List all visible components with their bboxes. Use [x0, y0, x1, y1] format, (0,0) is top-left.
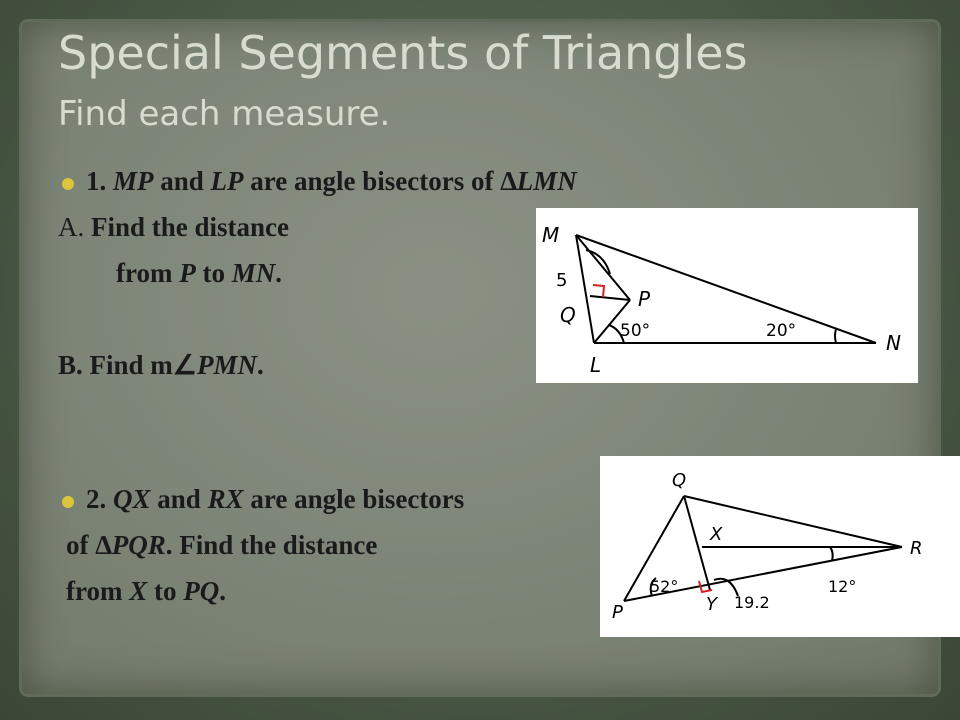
segment-qx: QX [113, 484, 151, 514]
label-angle-12: 12° [828, 577, 856, 596]
slide-subtitle: Find each measure. [58, 94, 391, 134]
part-b-text: B. Find m [58, 350, 173, 380]
segment-lp: LP [210, 166, 244, 196]
text: are angle bisectors [243, 484, 465, 514]
bisector-qx [683, 495, 711, 591]
side-pr [623, 546, 903, 602]
label-p: P [612, 602, 623, 623]
bullet-icon [62, 178, 74, 190]
label-angle-50: 50° [620, 321, 650, 341]
label-y: Y [706, 594, 719, 615]
figure-triangle-lmn: M 5 Q P 50° 20° L N [536, 208, 918, 383]
length-arc-y [713, 577, 739, 597]
problem1-part-a: A. Find the distance [58, 212, 289, 243]
text: are angle bisectors of ∆ [243, 166, 517, 196]
label-q: Q [560, 303, 576, 327]
perpendicular-pq [589, 295, 631, 301]
text: to [147, 576, 184, 606]
label-r: R [910, 538, 923, 559]
text: and [150, 484, 208, 514]
side-pq [623, 495, 685, 602]
point-p: P [179, 258, 196, 288]
text: from [116, 258, 180, 288]
side-mn [575, 234, 877, 344]
problem1-statement: 1. MP and LP are angle bisectors of ∆LMN [86, 166, 577, 197]
angle-arc-n [834, 328, 837, 344]
right-angle-mark [592, 284, 606, 298]
text: of [66, 530, 96, 560]
side-ml [575, 234, 595, 344]
problem1-number: 1. [86, 166, 113, 196]
part-a-label: A. [58, 212, 91, 242]
slide-title: Special Segments of Triangles [58, 26, 748, 80]
triangle-pqr: ∆PQR [95, 530, 166, 560]
label-m: M [542, 223, 559, 247]
label-n: N [886, 331, 901, 355]
angle-arc-p [649, 577, 657, 597]
text: to [195, 258, 232, 288]
segment-mp: MP [113, 166, 154, 196]
label-x: X [709, 524, 723, 545]
angle-arc-r [829, 546, 834, 562]
text: and [153, 166, 211, 196]
angle-arc-l [608, 324, 625, 344]
text: from [66, 576, 130, 606]
bullet-icon [62, 496, 74, 508]
right-angle-mark [698, 580, 713, 594]
figure-triangle-pqr: Q X R 52° 12° P Y 19.2 [600, 456, 960, 637]
text: . [257, 350, 264, 380]
problem1-part-b: B. Find m∠PMN. [58, 350, 264, 381]
angle-arc-m [585, 249, 611, 275]
side-qr [683, 495, 903, 548]
point-x: X [129, 576, 148, 606]
bisector-mp [575, 234, 631, 301]
label-p: P [638, 287, 651, 311]
segment-mn: MN [231, 258, 276, 288]
text: . Find the distance [165, 530, 378, 560]
label-angle-20: 20° [766, 321, 796, 341]
label-length-19-2: 19.2 [734, 593, 770, 612]
problem2-line3: from X to PQ. [66, 576, 226, 607]
angle-icon: ∠ [172, 350, 197, 380]
problem1-part-a-line2: from P to MN. [116, 258, 282, 289]
problem2-line2: of ∆PQR. Find the distance [66, 530, 377, 561]
problem2-number: 2. [86, 484, 113, 514]
text: . [219, 576, 226, 606]
part-a-text: Find the distance [91, 212, 290, 242]
segment-pq: PQ [183, 576, 220, 606]
triangle-lmn: LMN [516, 166, 577, 196]
text: . [275, 258, 282, 288]
label-side-5: 5 [556, 270, 567, 291]
label-l: L [590, 353, 601, 377]
angle-pmn: PMN [197, 350, 257, 380]
problem2-statement: 2. QX and RX are angle bisectors [86, 484, 464, 515]
bisector-lp [593, 299, 631, 344]
label-q: Q [672, 470, 686, 491]
label-angle-52: 52° [650, 577, 678, 596]
segment-rx: RX [207, 484, 244, 514]
